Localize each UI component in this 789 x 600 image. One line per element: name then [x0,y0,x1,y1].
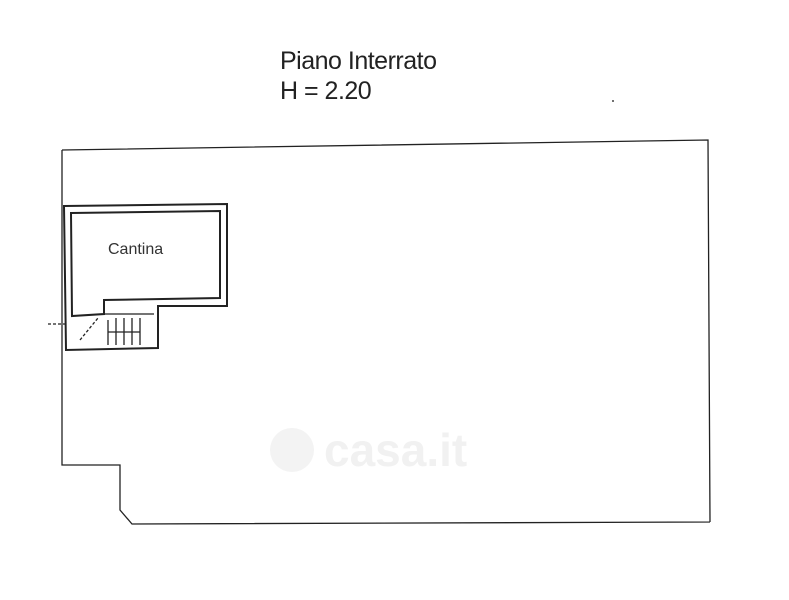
outer-wall [61,139,711,525]
cantina-outer-wall [62,202,228,352]
room-label-cantina: Cantina [108,241,164,258]
cantina-inner-wall [69,209,221,318]
watermark-text: casa.it [324,424,468,476]
door [48,317,99,341]
ceiling-height-label: H = 2.20 [280,77,372,105]
watermark: casa.it [270,420,520,480]
stairs [104,313,154,345]
house-icon [270,428,314,472]
floor-title: Piano Interrato [280,47,437,75]
